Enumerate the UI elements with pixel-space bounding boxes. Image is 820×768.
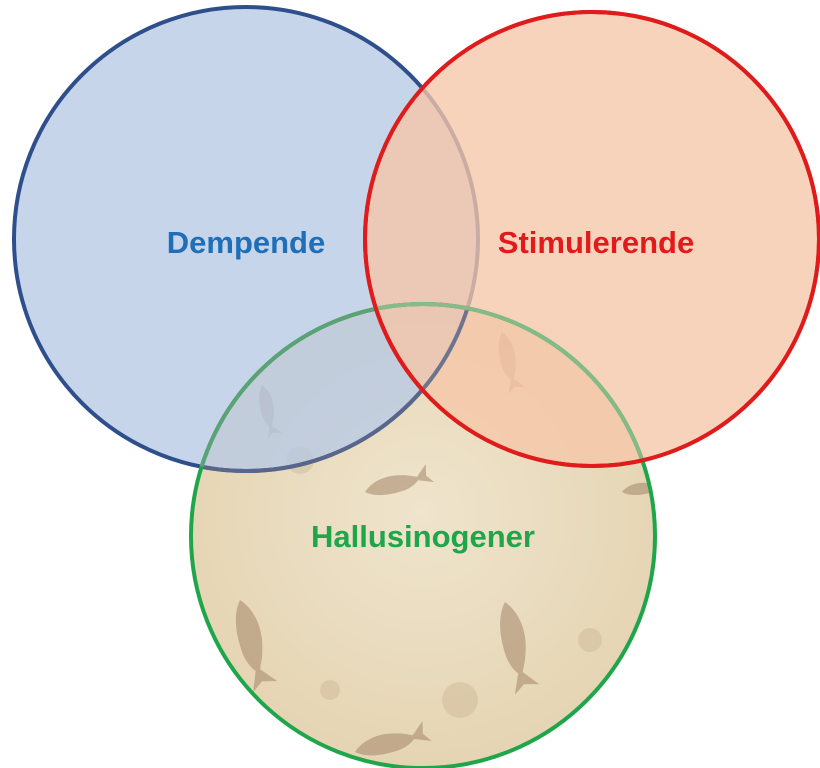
hallucinogens-label: Hallusinogener	[311, 519, 535, 554]
stimulants-label: Stimulerende	[498, 225, 694, 260]
depressants-label: Dempende	[167, 225, 325, 260]
